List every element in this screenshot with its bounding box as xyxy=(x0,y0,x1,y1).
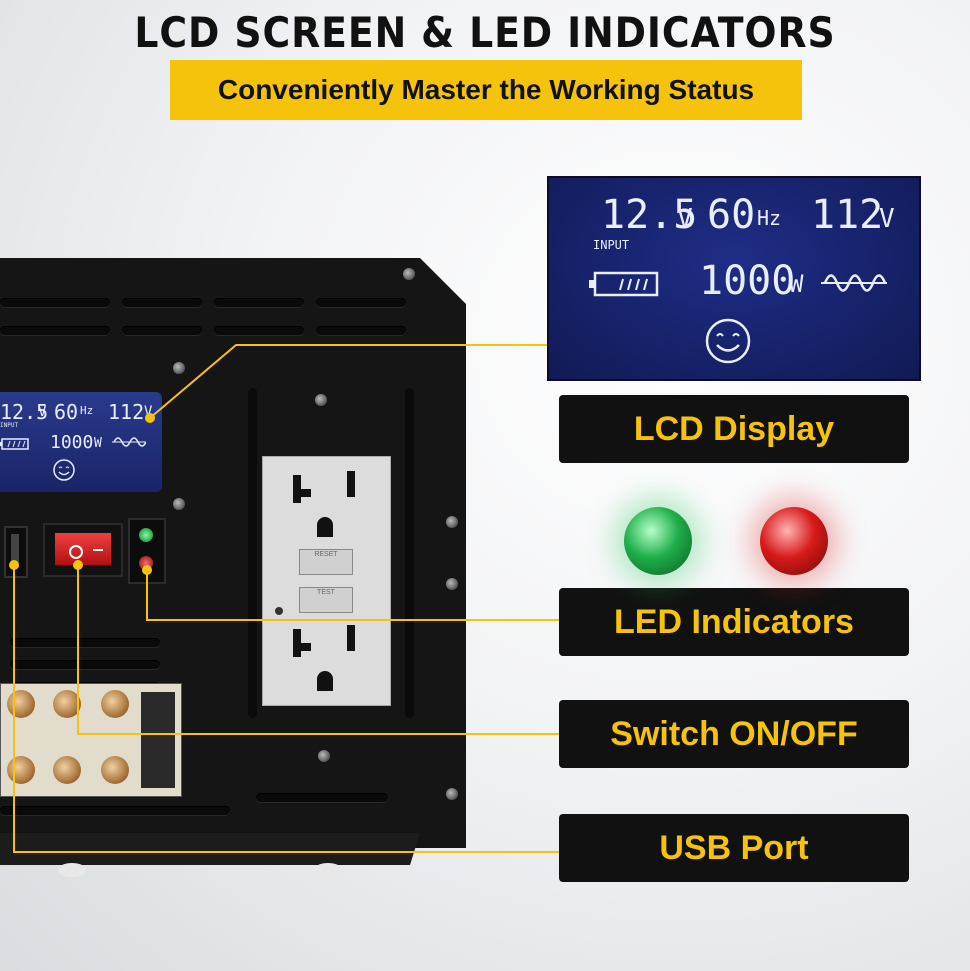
terminal-screw xyxy=(101,756,129,784)
vent-slot xyxy=(10,660,160,669)
vent-slot xyxy=(256,793,388,802)
vent-slot xyxy=(214,298,304,307)
mounting-hole xyxy=(314,863,342,877)
lcd-frequency-large: 60 xyxy=(707,192,756,238)
reset-button[interactable]: RESET xyxy=(299,549,353,575)
device-green-led xyxy=(139,528,153,542)
screw xyxy=(315,394,327,406)
screw xyxy=(403,268,415,280)
lcd-input-voltage-large: 12.5 xyxy=(601,192,698,238)
vent-slot xyxy=(0,326,110,335)
callout-switch: Switch ON/OFF xyxy=(559,700,909,768)
terminal-screw xyxy=(7,756,35,784)
lcd-frequency: 60 xyxy=(54,400,79,424)
lcd-output-unit: V xyxy=(144,404,153,420)
sine-wave-icon xyxy=(112,434,147,454)
lcd-output-voltage: 112 xyxy=(108,400,145,424)
lcd-power-unit: W xyxy=(94,436,102,451)
power-switch[interactable] xyxy=(43,523,123,577)
outlet-slot xyxy=(293,489,311,497)
outlet-slot xyxy=(347,625,355,651)
screw xyxy=(173,498,185,510)
outlet-ground xyxy=(317,671,333,691)
callout-led-indicators: LED Indicators xyxy=(559,588,909,656)
vent-slot xyxy=(316,326,406,335)
callout-lcd-display: LCD Display xyxy=(559,395,909,463)
vent-slot xyxy=(316,298,406,307)
led-housing xyxy=(128,518,166,584)
vent-slot xyxy=(248,388,257,718)
screw xyxy=(446,788,458,800)
battery-icon xyxy=(0,436,32,455)
screw xyxy=(446,578,458,590)
vent-slot xyxy=(405,388,414,718)
ac-outlet: RESET TEST xyxy=(262,456,391,706)
lcd-power-large: 1000 xyxy=(699,258,796,304)
callout-usb-port: USB Port xyxy=(559,814,909,882)
terminal-screw xyxy=(7,690,35,718)
terminal-screw xyxy=(53,756,81,784)
green-led-indicator xyxy=(624,507,692,575)
terminal-screw xyxy=(101,690,129,718)
screw xyxy=(173,362,185,374)
usb-port[interactable] xyxy=(4,526,28,578)
vent-slot xyxy=(10,638,160,647)
outlet-slot xyxy=(293,643,311,651)
lcd-display-closeup: 12.5 V INPUT 60 Hz 112 V 1000 W xyxy=(547,176,921,381)
lcd-power-unit-large: W xyxy=(789,270,804,298)
vent-slot xyxy=(0,806,230,815)
subtitle-banner: Conveniently Master the Working Status xyxy=(170,60,802,120)
vent-slot xyxy=(214,326,304,335)
terminal-screw xyxy=(53,690,81,718)
terminal-block xyxy=(0,683,182,797)
outlet-slot xyxy=(347,471,355,497)
usb-port-socket xyxy=(11,534,19,568)
lcd-input-label-large: INPUT xyxy=(593,238,630,252)
lcd-frequency-unit: Hz xyxy=(80,404,94,417)
lcd-input-unit: V xyxy=(38,404,47,420)
lcd-input-unit-large: V xyxy=(677,204,693,234)
device-red-led xyxy=(139,556,153,570)
screw xyxy=(446,516,458,528)
lcd-output-voltage-large: 112 xyxy=(811,192,884,238)
test-button[interactable]: TEST xyxy=(299,587,353,613)
lcd-output-unit-large: V xyxy=(879,204,895,234)
terminal-cover xyxy=(141,692,175,788)
vent-slot xyxy=(0,298,110,307)
lcd-input-voltage: 12.5 xyxy=(0,400,49,424)
lcd-frequency-unit-large: Hz xyxy=(757,206,782,230)
device-lcd-screen: 12.5 V INPUT 60 Hz 112 V 1000 W xyxy=(0,392,162,492)
battery-icon-large xyxy=(589,270,661,304)
page-title: LCD SCREEN & LED INDICATORS xyxy=(134,8,836,57)
smiley-face-icon xyxy=(52,458,76,486)
lcd-power: 1000 xyxy=(50,432,94,453)
mounting-base xyxy=(0,833,420,865)
screw xyxy=(318,750,330,762)
outlet-indicator-light xyxy=(275,607,283,615)
vent-slot xyxy=(122,298,202,307)
off-symbol-icon xyxy=(69,545,83,559)
outlet-ground xyxy=(317,517,333,537)
lcd-input-label: INPUT xyxy=(0,422,19,429)
red-led-indicator xyxy=(760,507,828,575)
power-switch-rocker xyxy=(55,533,111,565)
sine-wave-icon-large xyxy=(821,266,887,302)
on-symbol-icon xyxy=(93,549,103,551)
smiley-face-icon-large xyxy=(703,316,753,370)
vent-slot xyxy=(122,326,202,335)
mounting-hole xyxy=(58,863,86,877)
